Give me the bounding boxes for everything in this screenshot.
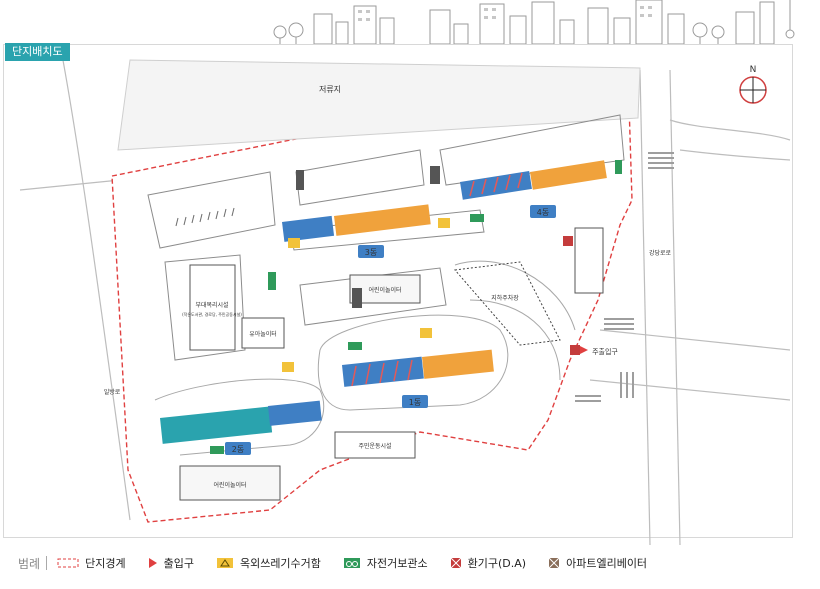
trash-markers — [282, 218, 450, 372]
building-3: 3동 — [281, 204, 431, 258]
svg-text:어린이놀이터: 어린이놀이터 — [213, 481, 246, 489]
legend-item-elevator: 아파트엘리베이터 — [548, 555, 647, 571]
svg-text:주민운동시설: 주민운동시설 — [358, 442, 391, 450]
crosswalk-bottom — [575, 318, 634, 402]
svg-text:어린이놀이터: 어린이놀이터 — [368, 286, 401, 294]
map-title: 단지배치도 — [5, 43, 70, 61]
parking-lot-label: 저류지 — [319, 85, 341, 94]
main-entrance: 주출입구 — [578, 345, 618, 356]
legend: 범례 단지경계 출입구 옥외쓰레기수거함 자전거보관소 환기구( — [0, 548, 820, 578]
svg-text:2동: 2동 — [232, 445, 244, 454]
vent-markers — [563, 236, 580, 355]
welfare-facility: 부대복리시설 (작은도서관, 경로당, 주민공동시설) — [182, 264, 242, 351]
site-map: 저류지 4동 3동 — [19, 43, 791, 545]
compass-icon: N — [739, 65, 767, 104]
elevator-icon — [548, 557, 560, 569]
legend-item-boundary: 단지경계 — [57, 555, 126, 571]
daycare: 유아놀이터 — [241, 317, 285, 349]
boundary-dash-icon — [57, 558, 79, 568]
building-4: 4동 — [460, 160, 607, 218]
svg-text:1동: 1동 — [409, 398, 421, 407]
map-frame — [3, 44, 793, 538]
crosswalk-top — [648, 152, 674, 169]
svg-text:4동: 4동 — [537, 208, 549, 217]
building-1: 1동 — [342, 349, 494, 408]
legend-item-bicycle: 자전거보관소 — [343, 555, 428, 571]
svg-text:주출입구: 주출입구 — [592, 347, 618, 356]
road-label-right: 강당로로 — [649, 249, 672, 257]
legend-item-vent: 환기구(D.A) — [450, 555, 526, 571]
svg-text:(작은도서관, 경로당, 주민공동시설): (작은도서관, 경로당, 주민공동시설) — [182, 311, 242, 317]
svg-text:3동: 3동 — [365, 248, 377, 257]
legend-title: 범례 — [18, 556, 41, 571]
svg-text:부대복리시설: 부대복리시설 — [195, 301, 228, 309]
entrance-triangle-icon — [148, 558, 157, 568]
road-label-left: 일방로 — [104, 388, 121, 396]
svg-text:지하주차장: 지하주차장 — [491, 294, 519, 302]
legend-item-trash: 옥외쓰레기수거함 — [216, 555, 321, 571]
underground-parking-ramp: 지하주차장 — [454, 261, 561, 346]
svg-text:유아놀이터: 유아놀이터 — [249, 330, 277, 338]
vent-icon — [450, 557, 462, 569]
building-2: 2동 — [159, 400, 322, 455]
playground-bottom: 어린이놀이터 — [179, 465, 281, 501]
bicycle-markers — [210, 160, 622, 454]
svg-text:N: N — [750, 65, 757, 75]
skyline-illustration — [273, 0, 795, 44]
fitness-facility: 주민운동시설 — [334, 431, 416, 459]
trash-icon — [216, 558, 233, 568]
bicycle-icon — [343, 558, 360, 568]
legend-item-entrance: 출입구 — [148, 555, 194, 571]
